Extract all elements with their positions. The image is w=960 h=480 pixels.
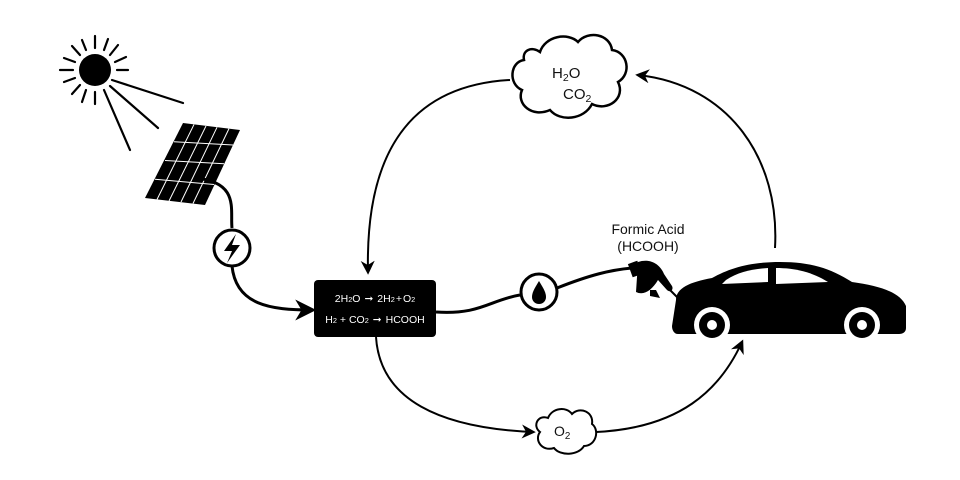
reactor-box: 2H2O➞2H2+O2 H2 + CO2➞HCOOH	[314, 280, 436, 337]
solar-panel-icon	[145, 123, 240, 205]
car-icon	[672, 262, 906, 343]
oxygen-label: O2	[554, 423, 570, 442]
cloud-h2o: H2O	[552, 65, 580, 84]
panel-cable	[194, 176, 234, 229]
lightning-bolt-icon	[212, 228, 252, 268]
arrow-oxygen-to-car	[595, 339, 744, 433]
sun-icon	[58, 34, 185, 152]
cloud-icon: H2O CO2	[511, 33, 628, 119]
fuel-name: Formic Acid	[611, 221, 684, 237]
cloud-co2: CO2	[563, 86, 592, 105]
fuel-formula: (HCOOH)	[617, 238, 678, 254]
water-drop-icon	[519, 272, 559, 312]
reaction-2: H2 + CO2➞HCOOH	[325, 314, 424, 326]
arrow-bolt-to-reactor	[230, 265, 317, 321]
oxygen-cloud: O2	[535, 408, 598, 455]
arrow-car-to-cloud	[635, 69, 777, 249]
reaction-1: 2H2O➞2H2+O2	[335, 293, 415, 305]
fuel-hose	[556, 266, 633, 290]
line-reactor-to-drop	[435, 293, 521, 314]
arrow-reactor-to-oxygen	[375, 336, 536, 439]
arrow-cloud-to-reactor	[360, 79, 511, 275]
fuel-nozzle-icon	[627, 260, 681, 301]
